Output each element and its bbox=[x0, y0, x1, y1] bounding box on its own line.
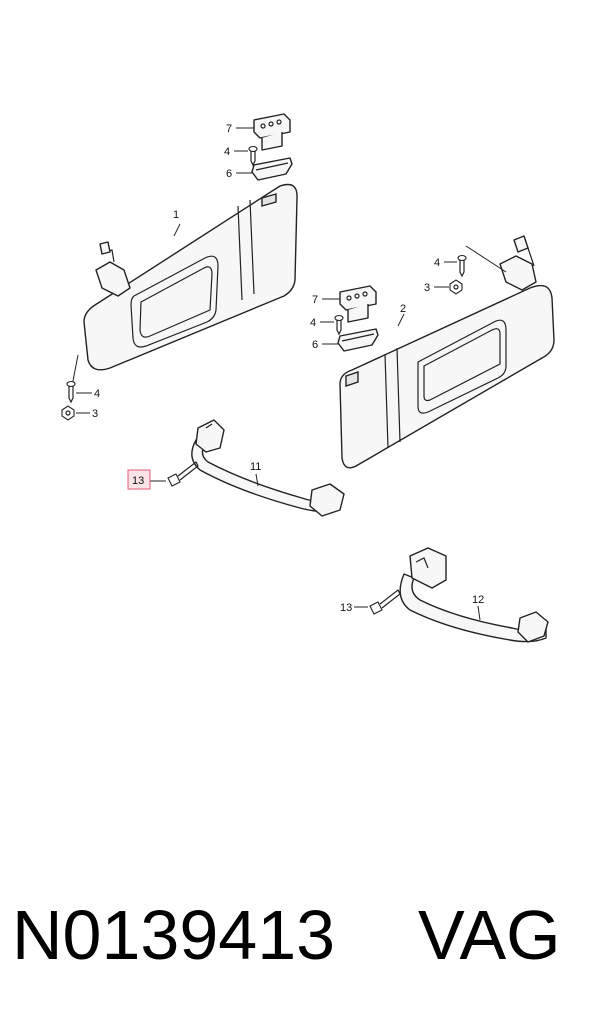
callout-6: 6 bbox=[226, 168, 232, 180]
nut-left bbox=[61, 405, 75, 421]
screw-upper bbox=[248, 145, 258, 167]
cover-cap-right bbox=[337, 328, 379, 352]
callout-13: 13 bbox=[340, 602, 352, 614]
screw-left-lower bbox=[66, 380, 76, 404]
callout-7: 7 bbox=[226, 123, 232, 135]
screw-13 bbox=[369, 589, 401, 615]
nut-right bbox=[449, 279, 463, 295]
sun-visor-left bbox=[83, 183, 298, 371]
callout-4: 4 bbox=[94, 388, 100, 400]
callout-4: 4 bbox=[434, 257, 440, 269]
part-number: N0139413 bbox=[12, 896, 336, 974]
screw-right-upper bbox=[457, 254, 467, 278]
grab-handle-12 bbox=[399, 547, 549, 643]
highlight-box bbox=[127, 469, 151, 490]
callout-4: 4 bbox=[224, 146, 230, 158]
sun-visor-right bbox=[339, 235, 555, 469]
mounting-clip-upper bbox=[253, 113, 291, 151]
callout-3: 3 bbox=[424, 282, 430, 294]
callout-1: 1 bbox=[173, 209, 179, 221]
callout-2: 2 bbox=[400, 303, 406, 315]
callout-6: 6 bbox=[312, 339, 318, 351]
callout-7: 7 bbox=[312, 294, 318, 306]
callout-12: 12 bbox=[472, 594, 484, 606]
callout-13-highlighted: 13 bbox=[132, 475, 144, 487]
brand-name: VAG bbox=[418, 896, 561, 974]
screw-right-mid bbox=[334, 314, 344, 336]
mounting-clip-right bbox=[339, 285, 377, 323]
grab-handle-11 bbox=[191, 419, 345, 517]
cover-cap-upper bbox=[251, 157, 293, 181]
screw-13-highlighted bbox=[167, 461, 199, 487]
callout-11: 11 bbox=[250, 461, 261, 473]
callout-3: 3 bbox=[92, 408, 98, 420]
callout-4: 4 bbox=[310, 317, 316, 329]
